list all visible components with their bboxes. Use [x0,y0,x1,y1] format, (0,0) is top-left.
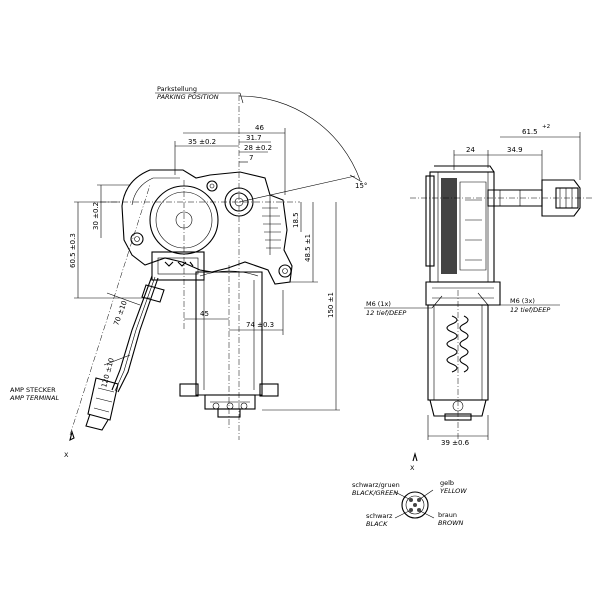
parking-label-de: Parkstellung [157,85,197,93]
side-view [425,165,581,421]
dim-24: 24 [466,146,475,154]
centerlines-left [69,95,300,440]
dim-28: 28 ±0.2 [244,144,272,152]
dim-48-5: 48.5 ±1 [304,234,312,262]
angle-label: 15° [355,182,367,190]
dim-18-5: 18.5 [292,212,300,228]
dim-31-7: 31.7 [246,134,262,142]
wire-br-en: BROWN [438,519,464,527]
view-x-arrow [69,430,75,442]
dim-45: 45 [200,310,209,318]
wire-y-de: gelb [440,479,454,487]
wire-y-en: YELLOW [440,487,467,495]
dim-150: 150 ±1 [327,292,335,318]
dim-34-9: 34.9 [507,146,523,154]
dim-74: 74 ±0.3 [246,321,274,329]
view-x-bottom: X [410,464,415,472]
dim-39: 39 ±0.6 [441,439,470,447]
svg-text:+2: +2 [542,124,550,130]
dim-46: 46 [255,124,264,132]
dimensions-left [74,92,363,411]
wire-b-en: BLACK [366,520,388,528]
dimensions-right [364,132,581,440]
dim-120: 120 ±10 [100,357,116,388]
front-view [85,169,293,431]
dim-60-5: 60.5 ±0.3 [69,233,77,268]
parking-label-en: PARKING POSITION [157,93,219,101]
m6-left-line2: 12 tief/DEEP [366,309,406,317]
dim-7: 7 [249,154,253,162]
m6-left-line1: M6 (1x) [366,300,391,308]
wire-b-de: schwarz [366,512,393,520]
amp-label-en: AMP TERMINAL [9,394,59,402]
dim-30: 30 ±0.2 [92,202,100,230]
wire-bg-de: schwarz/gruen [352,481,400,489]
dim-61-5: 61.5 [522,128,538,136]
wire-br-de: braun [438,511,457,519]
view-x-left: X [64,451,69,459]
amp-label-de: AMP STECKER [10,386,56,394]
dim-70: 70 ±10 [112,300,128,327]
dim-35: 35 ±0.2 [188,138,216,146]
m6-right-line1: M6 (3x) [510,297,535,305]
m6-right-line2: 12 tief/DEEP [510,306,550,314]
wire-bg-en: BLACK/GREEN [352,489,398,497]
text-labels: Parkstellung PARKING POSITION 46 35 ±0.2… [9,85,550,528]
centerlines-right [410,197,592,440]
connector-view-x [394,451,435,519]
